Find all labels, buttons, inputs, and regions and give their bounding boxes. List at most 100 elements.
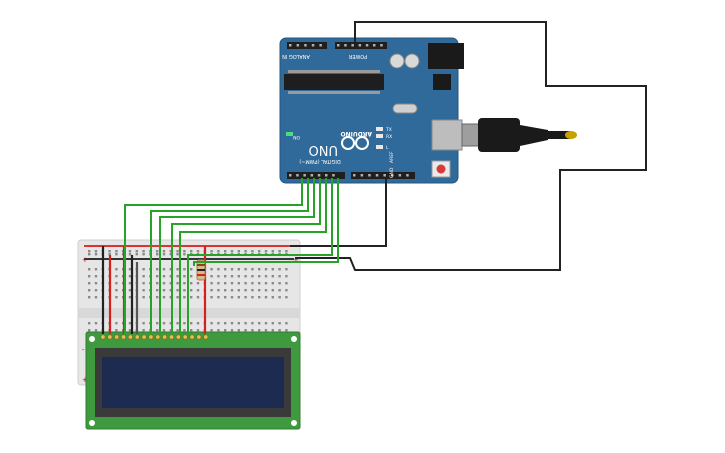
lcd-pin[interactable] [127, 334, 133, 340]
analog-header[interactable] [287, 42, 327, 49]
breadboard-hole [115, 253, 118, 256]
header-pin [373, 44, 376, 47]
breadboard-hole [244, 296, 247, 299]
breadboard-hole [210, 282, 213, 285]
wire-signal[interactable] [159, 178, 315, 334]
lcd-pin[interactable] [169, 334, 175, 340]
breadboard-hole [278, 268, 281, 271]
breadboard-hole [156, 253, 159, 256]
breadboard-hole [251, 275, 254, 278]
led-on [286, 132, 293, 136]
lcd-module[interactable] [85, 331, 301, 430]
label-l: L [386, 145, 389, 151]
header-pin [296, 44, 300, 47]
rail-plus-label-right: + [293, 256, 299, 264]
breadboard-hole [210, 289, 213, 292]
breadboard-hole [251, 289, 254, 292]
power-jack[interactable] [428, 43, 464, 69]
lcd-pin[interactable] [162, 334, 168, 340]
breadboard-hole [217, 329, 220, 332]
breadboard-hole [128, 275, 132, 278]
breadboard-hole [115, 329, 118, 332]
digital-header-right[interactable] [351, 172, 415, 179]
breadboard-hole [190, 322, 193, 325]
wire-signal[interactable] [124, 178, 303, 334]
breadboard-hole [210, 322, 213, 325]
breadboard-hole [230, 275, 234, 278]
breadboard-hole [258, 322, 261, 325]
lcd-pin[interactable] [121, 334, 127, 340]
arduino-uno-board[interactable]: ANALOG IN POWER DIGITAL (PWM~) AREF GND … [279, 37, 464, 184]
wire-signal[interactable] [171, 178, 321, 334]
lcd-pin[interactable] [189, 334, 195, 340]
breadboard-hole [285, 289, 288, 292]
wire-gnd-rail[interactable] [290, 178, 387, 247]
lcd-pin-header[interactable] [100, 334, 209, 340]
lcd-pin[interactable] [114, 334, 120, 340]
reset-button-cap[interactable] [436, 164, 446, 174]
breadboard-hole [176, 329, 179, 332]
lcd-pin[interactable] [203, 334, 209, 340]
breadboard-hole [278, 296, 281, 299]
breadboard-hole [156, 322, 159, 325]
wire-5v-rail[interactable] [295, 21, 647, 271]
breadboard-hole [176, 268, 179, 271]
signal-wires[interactable] [124, 178, 339, 334]
breadboard-hole [88, 282, 91, 285]
breadboard-hole [162, 329, 166, 332]
breadboard-hole [94, 329, 98, 332]
breadboard-hole [278, 275, 281, 278]
breadboard-hole [271, 275, 274, 278]
breadboard-hole [128, 329, 132, 332]
breadboard-hole [162, 322, 166, 325]
lcd-pin[interactable] [155, 334, 161, 340]
breadboard-hole [237, 322, 240, 325]
breadboard-hole [271, 322, 274, 325]
lcd-pin[interactable] [141, 334, 147, 340]
breadboard-hole [237, 296, 240, 299]
breadboard-hole [271, 282, 274, 285]
breadboard-hole [230, 296, 234, 299]
header-pin [319, 44, 322, 47]
breadboard-hole [271, 250, 274, 253]
wire-signal[interactable] [150, 178, 309, 334]
breadboard-hole [142, 289, 145, 292]
breadboard-hole [176, 282, 179, 285]
breadboard-hole [169, 282, 172, 285]
breadboard-hole [156, 329, 159, 332]
header-pin [310, 174, 314, 177]
led-rx [376, 134, 383, 138]
breadboard-hole [88, 289, 91, 292]
resistor-band [197, 264, 205, 266]
power-wires[interactable] [290, 21, 647, 271]
wire-signal[interactable] [179, 178, 327, 334]
lcd-pin[interactable] [196, 334, 202, 340]
breadboard-hole [210, 329, 213, 332]
wire-signal[interactable] [187, 178, 333, 334]
wire-signal[interactable] [193, 178, 339, 266]
breadboard-hole [190, 289, 193, 292]
lcd-pin[interactable] [175, 334, 181, 340]
lcd-pin[interactable] [100, 334, 106, 340]
digital-header-left[interactable] [287, 172, 345, 179]
lcd-pin[interactable] [134, 334, 140, 340]
breadboard-hole [135, 253, 138, 256]
breadboard-hole [94, 250, 98, 253]
breadboard-hole [169, 322, 172, 325]
breadboard-rail-line-top-plus [84, 245, 294, 247]
breadboard-hole [224, 329, 227, 332]
lcd-pin[interactable] [148, 334, 154, 340]
breadboard-hole [264, 322, 268, 325]
breadboard-hole [196, 289, 200, 292]
header-pin [296, 174, 299, 177]
capacitor [404, 53, 420, 69]
usb-port[interactable] [431, 119, 463, 151]
lcd-pin[interactable] [107, 334, 113, 340]
breadboard-hole [156, 268, 159, 271]
breadboard-hole [224, 296, 227, 299]
breadboard-hole [264, 296, 268, 299]
lcd-pin[interactable] [182, 334, 188, 340]
usb-cable[interactable] [461, 118, 577, 152]
